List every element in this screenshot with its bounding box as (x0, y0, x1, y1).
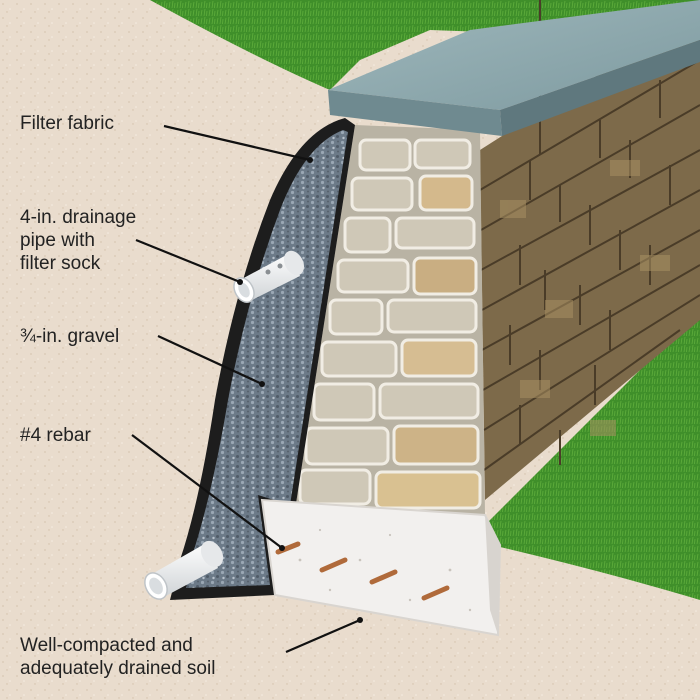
label-gravel: ¾-in. gravel (20, 325, 119, 348)
label-drainage-pipe-line-3: filter sock (20, 253, 101, 274)
leader-rebar (131, 434, 283, 549)
label-rebar-text: #4 rebar (20, 425, 91, 446)
leader-drainage-pipe (135, 238, 241, 284)
leader-gravel (157, 335, 263, 385)
footing-side (485, 515, 500, 635)
gravel-backfill (186, 130, 348, 588)
cap-stone-front (328, 90, 502, 136)
drainage-pipe-lower (144, 540, 224, 600)
leader-lines (131, 124, 361, 654)
label-soil-line-1: Well-compacted and (20, 635, 193, 656)
label-soil-line-2: adequately drained soil (20, 658, 216, 679)
label-drainage-pipe-line-2: pipe with (20, 230, 95, 251)
label-drainage-pipe-line-1: 4-in. drainage (20, 207, 137, 228)
rebar-ends (275, 541, 450, 601)
label-soil: Well-compacted and adequately drained so… (20, 634, 215, 680)
cap-stone-side (500, 40, 700, 136)
rebar-2 (319, 557, 348, 573)
leader-filter-fabric (163, 124, 311, 162)
cap-stone-top (328, 0, 700, 110)
drainage-pipe-upper (233, 250, 305, 303)
leader-dots (237, 157, 363, 623)
label-filter-fabric-text: Filter fabric (20, 113, 114, 134)
front-stones (298, 138, 482, 510)
label-gravel-text: ¾-in. gravel (20, 326, 120, 347)
footing-speckles (298, 528, 472, 612)
rebar-3 (369, 569, 398, 585)
label-rebar: #4 rebar (20, 424, 91, 447)
label-filter-fabric: Filter fabric (20, 112, 114, 135)
side-stone-highlights (500, 160, 670, 436)
label-drainage-pipe: 4-in. drainage pipe with filter sock (20, 206, 136, 275)
grass-right (470, 310, 700, 600)
wall-side-face (480, 10, 700, 500)
rebar-4 (421, 585, 450, 601)
leader-soil (285, 618, 361, 654)
